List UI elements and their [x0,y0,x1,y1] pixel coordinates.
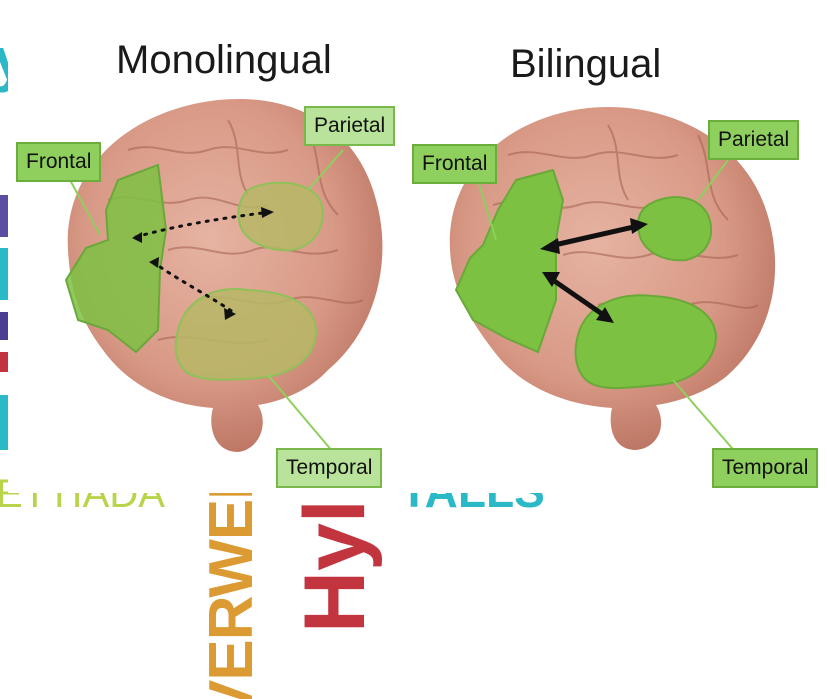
right-parietal-region [638,197,711,260]
monolingual-brain [66,99,382,458]
bilingual-parietal-label: Parietal [708,120,799,160]
monolingual-parietal-label: Parietal [304,106,395,146]
left-temporal-region [176,289,316,380]
left-parietal-region [238,183,322,251]
bg-word-orange-vertical: VERWEL [201,501,263,699]
monolingual-temporal-label: Temporal [276,448,382,488]
bg-word-red-vertical: Hyl [292,513,378,633]
diagram-panel: Monolingual Bilingual [8,0,827,493]
bilingual-frontal-label: Frontal [412,144,497,184]
brains-illustration [8,0,827,493]
monolingual-frontal-label: Frontal [16,142,101,182]
bilingual-temporal-label: Temporal [712,448,818,488]
